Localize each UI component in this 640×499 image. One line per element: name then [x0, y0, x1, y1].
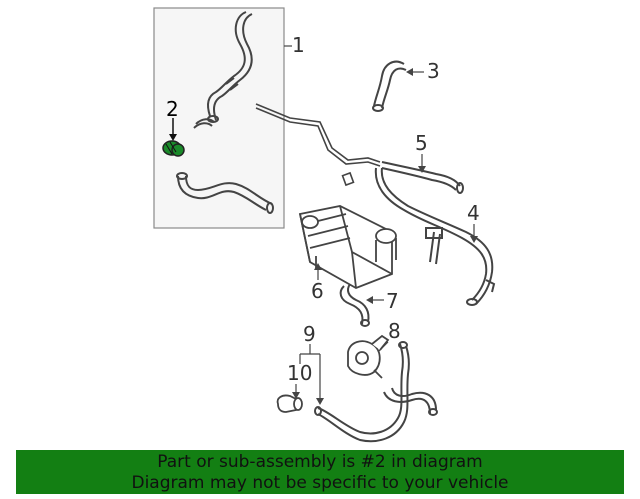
callout-5-arrow [418, 166, 426, 173]
callout-10-arrow [292, 392, 300, 399]
exploded-parts-diagram: 1 2 3 4 5 6 7 8 9 10 [153, 7, 496, 443]
callout-1: 1 [292, 33, 305, 57]
callout-5: 5 [415, 131, 428, 155]
part-1-lower-hose [176, 172, 274, 214]
callout-8-leader [377, 341, 389, 353]
part-10-connector [276, 394, 303, 413]
callout-2-arrow [169, 134, 177, 141]
vapor-tube [255, 103, 381, 187]
part-1-upper-hose [193, 11, 253, 129]
part-2-fitting-highlighted [162, 140, 185, 157]
part-9-hose [314, 341, 438, 443]
callout-4: 4 [467, 201, 480, 225]
part-5-hose [381, 161, 464, 194]
callout-3: 3 [427, 59, 440, 83]
part-3-hose [372, 60, 407, 112]
footer-line-2: Diagram may not be specific to your vehi… [131, 473, 509, 493]
callout-9-arrow [316, 398, 324, 405]
callout-6: 6 [311, 279, 324, 303]
callout-7-arrow [366, 296, 373, 304]
callout-10: 10 [287, 361, 312, 385]
callout-7: 7 [386, 289, 399, 313]
part-4-tube-assembly [374, 167, 496, 306]
part-6-charcoal-canister [298, 205, 397, 289]
part-8-purge-valve [347, 334, 390, 379]
footer-line-1: Part or sub-assembly is #2 in diagram [157, 452, 483, 472]
callout-6-arrow [314, 263, 322, 270]
footer-banner: Part or sub-assembly is #2 in diagram Di… [16, 450, 624, 494]
callout-9: 9 [303, 322, 316, 346]
callout-4-arrow [470, 236, 478, 243]
callout-2: 2 [166, 97, 179, 121]
part-7-hose [339, 283, 370, 327]
callout-3-arrow [406, 68, 413, 76]
callout-8: 8 [388, 319, 401, 343]
part-1-inset-box [153, 7, 285, 229]
